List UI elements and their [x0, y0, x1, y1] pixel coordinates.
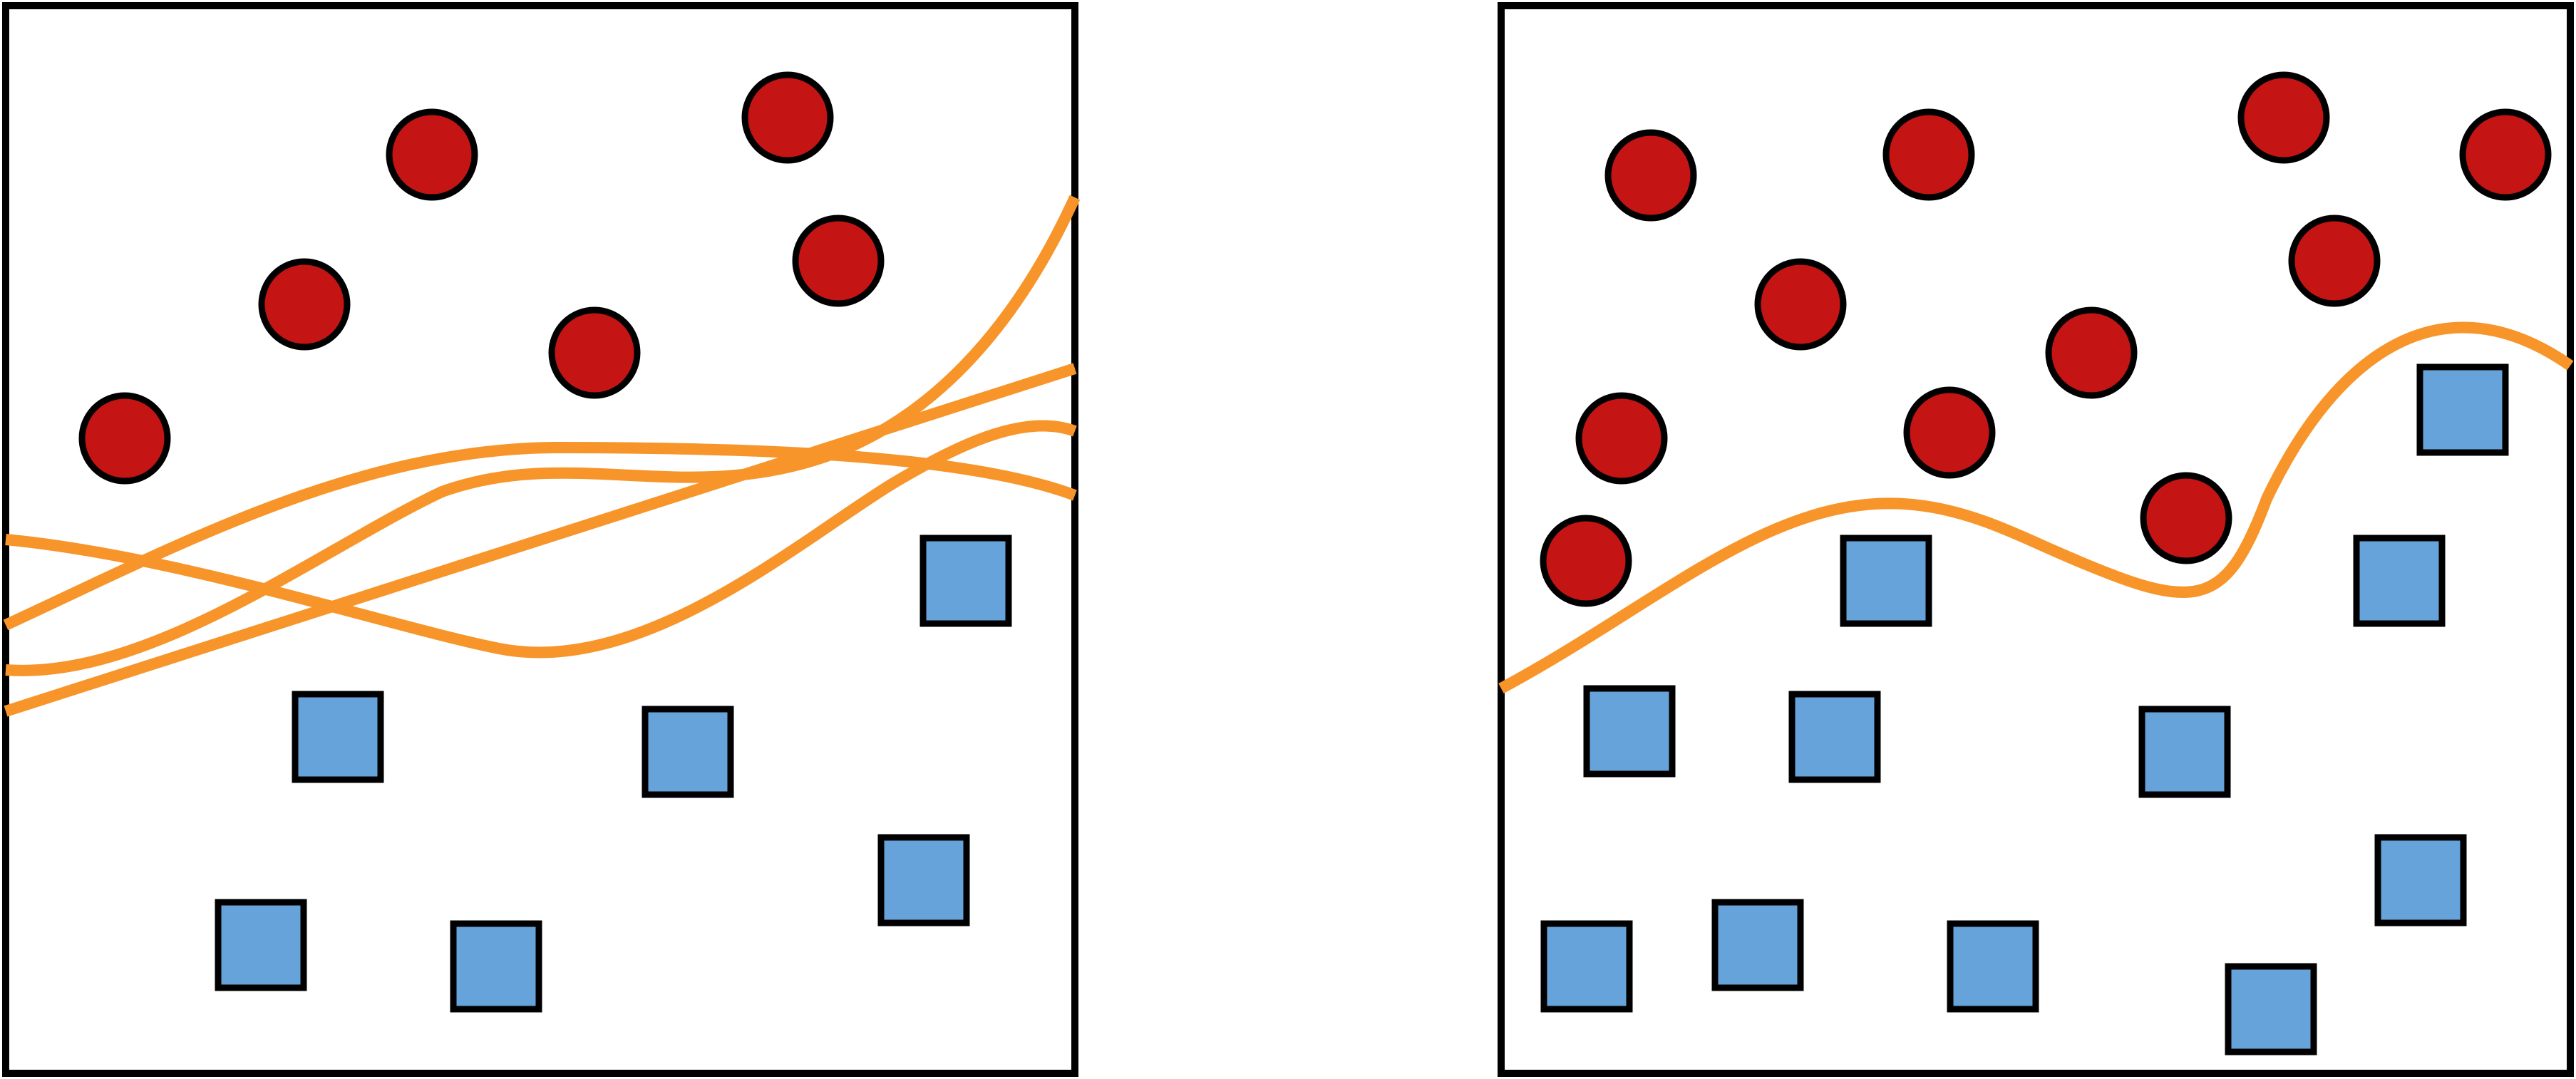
- left-red-point: [258, 258, 351, 351]
- left-boundary-plateau-curve: [3, 442, 1077, 631]
- right-blue-points: [1540, 363, 2509, 1055]
- right-red-point: [1882, 108, 1975, 201]
- right-blue-point: [2353, 535, 2446, 627]
- left-boundary-straight-line: [4, 363, 1077, 717]
- left-boundary-steep-curve: [5, 195, 1081, 676]
- left-panel: [2, 2, 1081, 1077]
- right-red-points: [1540, 71, 2552, 607]
- right-panel: [1498, 2, 2574, 1077]
- right-boundary-curve: [1498, 321, 2574, 694]
- right-red-point: [2237, 71, 2330, 164]
- left-red-point: [78, 392, 171, 485]
- right-red-point: [1903, 386, 1996, 479]
- left-blue-point: [919, 535, 1012, 627]
- left-blue-points: [215, 535, 1012, 1013]
- right-red-point: [2459, 108, 2552, 201]
- right-red-point: [1604, 129, 1697, 222]
- right-blue-point: [1583, 685, 1676, 778]
- left-blue-point: [450, 920, 542, 1013]
- right-red-point: [2140, 472, 2232, 564]
- right-blue-point: [1540, 920, 1633, 1013]
- right-blue-point: [1840, 535, 1932, 627]
- right-blue-point: [2225, 963, 2317, 1055]
- right-red-point: [2045, 306, 2138, 399]
- left-blue-point: [292, 691, 384, 783]
- left-boundary-wave-curve: [5, 420, 1077, 659]
- right-blue-point: [2374, 834, 2467, 926]
- right-red-point: [1540, 515, 1632, 607]
- right-blue-point: [2138, 706, 2231, 798]
- left-red-point: [741, 71, 834, 164]
- right-red-point: [2288, 215, 2381, 307]
- right-red-point: [1575, 392, 1668, 485]
- left-red-point: [548, 306, 641, 399]
- right-blue-point: [1947, 920, 2039, 1013]
- left-blue-point: [642, 706, 734, 798]
- right-blue-point: [1788, 691, 1881, 783]
- left-blue-point: [877, 834, 970, 926]
- left-red-point: [792, 215, 885, 307]
- left-red-point: [386, 108, 478, 201]
- left-blue-point: [215, 899, 307, 991]
- right-blue-point: [2416, 363, 2509, 456]
- left-decision-boundaries: [3, 195, 1081, 717]
- right-red-point: [1754, 258, 1847, 351]
- right-decision-boundaries: [1498, 321, 2574, 694]
- right-blue-point: [1711, 899, 1804, 991]
- left-red-points: [78, 71, 885, 485]
